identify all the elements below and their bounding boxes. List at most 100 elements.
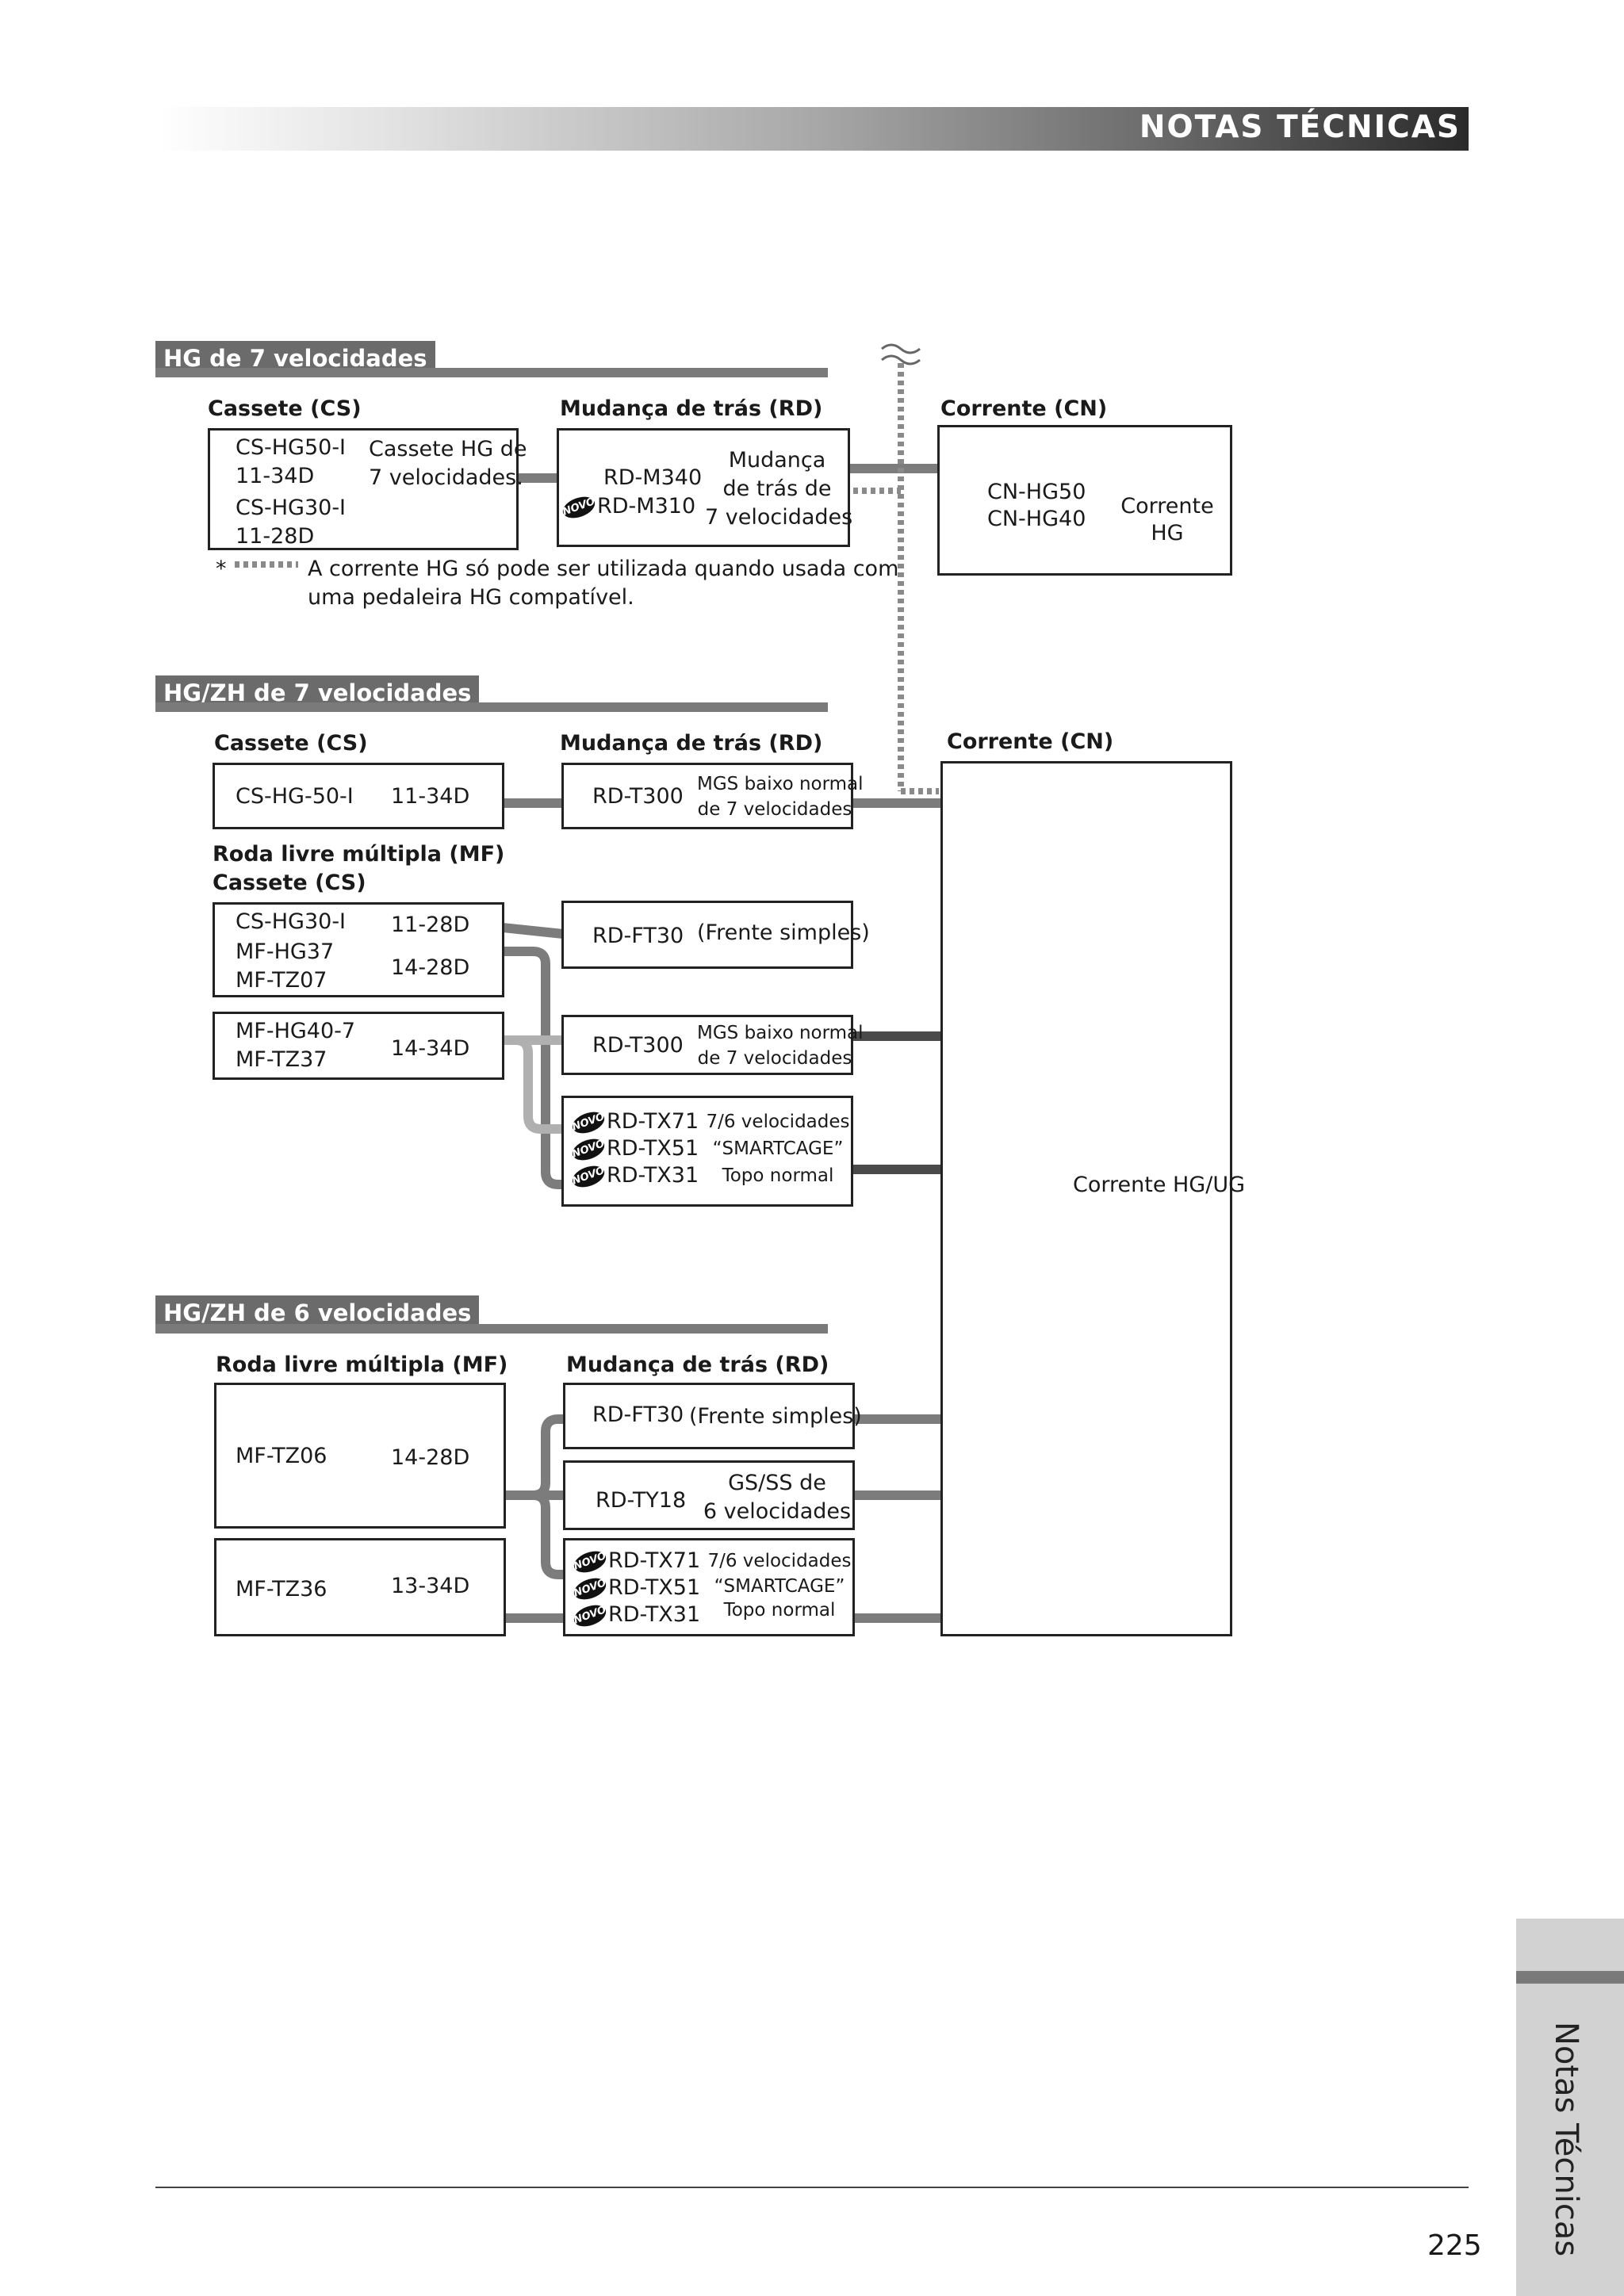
- s2-rd4-desc2: “SMARTCAGE”: [712, 1138, 844, 1159]
- s1-cn-header: Corrente (CN): [940, 396, 1108, 421]
- s1-rd-desc1: Mudança: [728, 448, 826, 473]
- s2-rd1-desc2: de 7 velocidades: [697, 799, 852, 820]
- wire-mfa-to-rd2: [502, 923, 564, 939]
- s2-cs1-model: CS-HG-50-I: [236, 784, 354, 809]
- s1-rd-item2: RD-M310: [597, 494, 696, 519]
- s3-rd1-model: RD-FT30: [592, 1402, 684, 1427]
- novo-badge-icon: NOVO: [560, 492, 598, 522]
- s2-mfb-range: 14-34D: [391, 1036, 470, 1061]
- s3-mf2-range: 13-34D: [391, 1574, 470, 1598]
- s3-rd3-model1: RD-TX71: [608, 1548, 701, 1573]
- s1-cs-item2-range: 11-28D: [236, 524, 315, 549]
- novo-badge-icon: NOVO: [571, 1547, 609, 1576]
- s2-rd1-box: RD-T300 MGS baixo normal de 7 velocidade…: [561, 763, 864, 829]
- s1-cn-box: CN-HG50 CN-HG40 Corrente HG: [937, 425, 1232, 576]
- s1-cn-item2: CN-HG40: [987, 507, 1086, 531]
- s3-rd3-row3: NOVORD-TX31: [571, 1601, 700, 1630]
- s2-mfb-box: MF-HG40-7 MF-TZ37 14-34D: [213, 1012, 504, 1080]
- s2-mf-header1: Roda livre múltipla (MF): [213, 842, 505, 867]
- s2-rd1-model: RD-T300: [592, 784, 684, 809]
- s3-rd1-box: RD-FT30 (Frente simples): [563, 1383, 862, 1449]
- s1-cs-header: Cassete (CS): [208, 396, 362, 421]
- break-mark-icon: [881, 343, 921, 365]
- side-tab-label: Notas Técnicas: [1548, 2022, 1584, 2257]
- s3-mf2-box: MF-TZ36 13-34D: [214, 1538, 506, 1636]
- page-header-title: NOTAS TÉCNICAS: [1139, 109, 1461, 145]
- novo-badge-icon: NOVO: [569, 1161, 607, 1191]
- s2-cs1-range: 11-34D: [391, 784, 470, 809]
- s1-cs-item1: CS-HG50-I: [236, 435, 347, 460]
- s1-note-line2: uma pedaleira HG compatível.: [308, 585, 634, 610]
- s1-cs-item1-range: 11-34D: [236, 464, 315, 488]
- wire-mfa-to-rd4: [503, 947, 563, 1189]
- s2-mfb-model1: MF-HG40-7: [236, 1019, 356, 1043]
- s3-rd3-model2: RD-TX51: [608, 1575, 701, 1600]
- novo-badge-icon: NOVO: [571, 1601, 609, 1630]
- s2-rd4-box: NOVORD-TX71 NOVORD-TX51 NOVORD-TX31 7/6 …: [561, 1096, 853, 1207]
- s2-mfa-range1: 11-28D: [391, 913, 470, 937]
- s1-cassette-box: CS-HG50-I 11-34D CS-HG30-I 11-28D Casset…: [208, 428, 527, 550]
- s3-rd3-row1: NOVORD-TX71: [571, 1547, 701, 1576]
- s2-rd3-box: RD-T300 MGS baixo normal de 7 velocidade…: [561, 1015, 864, 1075]
- s1-note-marker: *: [216, 557, 227, 581]
- page-number: 225: [1427, 2229, 1482, 2262]
- s3-rd3-desc3: Topo normal: [723, 1600, 836, 1621]
- s2-cs-header: Cassete (CS): [214, 731, 368, 756]
- section-rule-hgzh7: [155, 702, 828, 712]
- s3-rd2-desc1: GS/SS de: [728, 1471, 826, 1495]
- novo-badge-icon: NOVO: [571, 1574, 609, 1603]
- s2-mfb-model2: MF-TZ37: [236, 1047, 327, 1072]
- s2-rd1-desc1: MGS baixo normal: [697, 774, 864, 794]
- s3-rd3-box: NOVORD-TX71 NOVORD-TX51 NOVORD-TX31 7/6 …: [563, 1538, 855, 1636]
- chain-hg-ug-box: Corrente HG/UG: [940, 761, 1245, 1636]
- s1-rd-item1: RD-M340: [603, 465, 703, 490]
- section-rule-hg7: [155, 368, 828, 377]
- s1-cs-item2: CS-HG30-I: [236, 496, 347, 520]
- s3-mf-header: Roda livre múltipla (MF): [216, 1353, 508, 1377]
- s3-rd2-desc2: 6 velocidades: [703, 1499, 852, 1524]
- s2-rd4-desc1: 7/6 velocidades: [706, 1112, 850, 1132]
- s1-cs-desc1: Cassete HG de: [369, 437, 527, 461]
- footer-rule: [155, 2187, 1469, 2188]
- wire-mf1-to-rd1: [504, 1414, 565, 1500]
- s3-rd3-row2: NOVORD-TX51: [571, 1574, 701, 1603]
- s2-rd2-box: RD-FT30 (Frente simples): [561, 901, 870, 969]
- s3-rd3-desc2: “SMARTCAGE”: [714, 1576, 845, 1597]
- s3-rd-header: Mudança de trás (RD): [566, 1353, 829, 1377]
- s2-rd4-model2: RD-TX51: [607, 1136, 699, 1161]
- s3-rd1-desc: (Frente simples): [689, 1404, 862, 1429]
- s2-mfa-model2: MF-HG37: [236, 939, 335, 964]
- s3-rd2-box: RD-TY18 GS/SS de 6 velocidades: [563, 1460, 855, 1530]
- s1-cn-desc1: Corrente: [1120, 494, 1214, 519]
- s2-mfa-box: CS-HG30-I 11-28D MF-HG37 MF-TZ07 14-28D: [213, 902, 504, 997]
- s3-mf1-range: 14-28D: [391, 1445, 470, 1470]
- s1-rd-box: RD-M340 NOVORD-M310 Mudança de trás de 7…: [557, 428, 852, 547]
- s2-mfa-model1: CS-HG30-I: [236, 909, 347, 934]
- header-gradient-bar: [159, 107, 1469, 151]
- s2-rd4-row3: NOVORD-TX31: [569, 1161, 699, 1191]
- s2-rd4-row1: NOVORD-TX71: [569, 1108, 699, 1137]
- s2-rd2-desc: (Frente simples): [697, 920, 870, 945]
- s2-mfa-range2: 14-28D: [391, 955, 470, 980]
- s2-rd3-model: RD-T300: [592, 1033, 684, 1058]
- s1-rd-item2-row: NOVORD-M310: [560, 492, 696, 522]
- s2-mfa-model3: MF-TZ07: [236, 968, 327, 993]
- side-tab-strip: [1516, 1971, 1624, 1984]
- s2-rd4-model3: RD-TX31: [607, 1163, 699, 1188]
- s2-rd4-desc3: Topo normal: [722, 1165, 834, 1186]
- novo-badge-icon: NOVO: [569, 1135, 607, 1164]
- s3-rd2-model: RD-TY18: [596, 1488, 687, 1513]
- s3-mf1-box: MF-TZ06 14-28D: [214, 1383, 506, 1529]
- s1-cn-desc2: HG: [1151, 521, 1184, 545]
- s1-rd-desc2: de trás de: [722, 476, 832, 501]
- s2-rd3-desc1: MGS baixo normal: [697, 1023, 864, 1043]
- s1-cn-item1: CN-HG50: [987, 480, 1086, 504]
- s2-cn-header: Corrente (CN): [947, 729, 1114, 754]
- s2-rd4-model1: RD-TX71: [607, 1109, 699, 1134]
- s2-rd-header: Mudança de trás (RD): [560, 731, 823, 756]
- novo-badge-icon: NOVO: [569, 1108, 607, 1137]
- s2-mf-header2: Cassete (CS): [213, 871, 366, 895]
- s2-cs1-box: CS-HG-50-I 11-34D: [213, 763, 504, 829]
- section-rule-hgzh6: [155, 1324, 828, 1334]
